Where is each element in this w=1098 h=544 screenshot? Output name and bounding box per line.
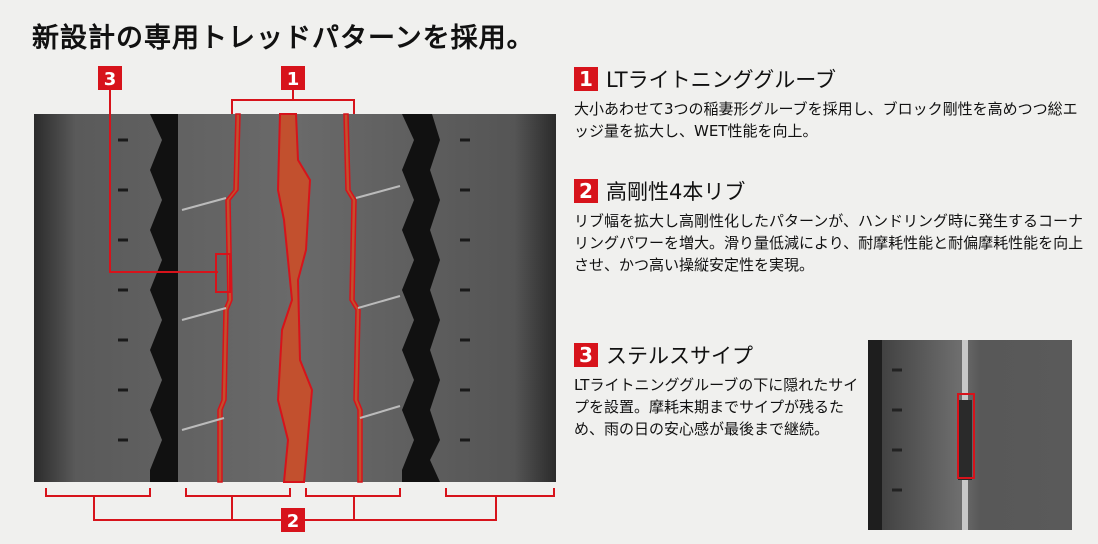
callout-badge-1: 1 <box>281 66 305 90</box>
callout-badge-2: 2 <box>281 508 305 532</box>
stealth-sipe-highlight <box>957 393 975 479</box>
feature-3-text: LTライトニンググルーブの下に隠れたサイプを設置。摩耗末期までサイプが残るため、… <box>574 376 859 438</box>
callout-badge-3: 3 <box>98 66 122 90</box>
svg-text:2: 2 <box>287 511 300 532</box>
lightning-groove-left <box>217 113 241 483</box>
tread-notches <box>118 138 470 442</box>
callout-1-bracket <box>231 99 355 114</box>
svg-text:1: 1 <box>287 69 300 90</box>
feature-1-number: 1 <box>574 67 598 91</box>
tread-pattern-diagram: 3 1 2 <box>34 66 556 532</box>
feature-3-title: ステルスサイプ <box>606 344 753 368</box>
feature-1-title: LTライトニンググルーブ <box>606 68 836 92</box>
stealth-sipe-photo <box>868 340 1072 530</box>
feature-2: 2 高剛性4本リブ リブ幅を拡大し高剛性化したパターンが、ハンドリング時に発生す… <box>574 176 1089 276</box>
feature-2-number: 2 <box>574 179 598 203</box>
feature-1: 1 LTライトニンググルーブ 大小あわせて3つの稲妻形グルーブを採用し、ブロック… <box>574 64 1089 142</box>
feature-2-text: リブ幅を拡大し高剛性化したパターンが、ハンドリング時に発生するコーナリングパワー… <box>574 212 1084 274</box>
feature-1-text: 大小あわせて3つの稲妻形グルーブを採用し、ブロック剛性を高めつつ総エッジ量を拡大… <box>574 100 1078 140</box>
callout-3-leader <box>109 88 218 273</box>
page-title: 新設計の専用トレッドパターンを採用。 <box>32 23 535 54</box>
callout-3-highlight <box>215 253 231 293</box>
shoulder-groove-left <box>150 114 178 482</box>
feature-3: 3 ステルスサイプ LTライトニンググルーブの下に隠れたサイプを設置。摩耗末期ま… <box>574 340 864 440</box>
svg-text:3: 3 <box>104 69 117 90</box>
sipes <box>181 185 401 431</box>
shoulder-groove-right <box>402 114 440 482</box>
feature-3-number: 3 <box>574 343 598 367</box>
feature-2-title: 高剛性4本リブ <box>606 180 746 204</box>
lightning-groove-main <box>276 113 314 483</box>
lightning-groove-right <box>343 113 363 483</box>
